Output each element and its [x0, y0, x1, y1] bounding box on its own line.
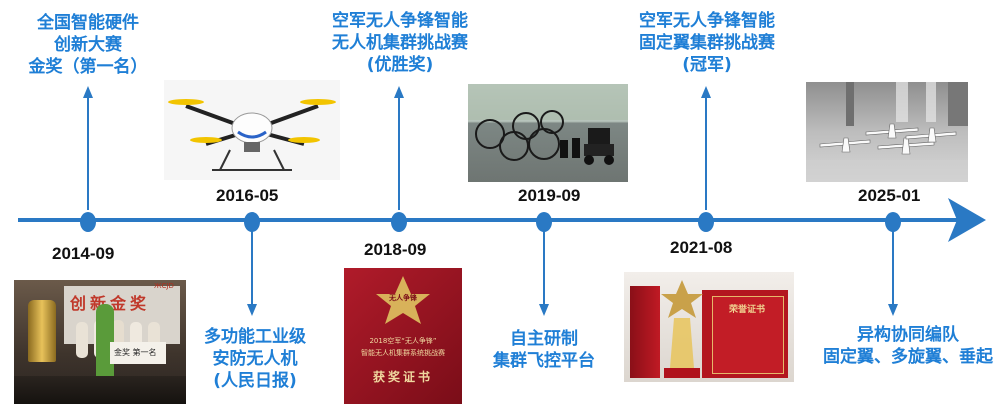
- photo-award-stage: 创新金奖 ЖCJD 金奖 第一名: [14, 280, 186, 404]
- milestone-dots: [80, 212, 901, 232]
- milestone-dot-2016: [244, 212, 260, 232]
- event-2019: 自主研制 集群飞控平台: [474, 328, 614, 372]
- connectors-up: [87, 96, 707, 210]
- event-2021: 空军无人争锋智能 固定翼集群挑战赛 (冠军): [622, 10, 792, 76]
- trophy-base-left: [630, 286, 660, 378]
- milestone-dot-2025: [885, 212, 901, 232]
- date-2019: 2019-09: [518, 186, 581, 205]
- event-2014-line-3: 金奖（第一名）: [28, 57, 148, 77]
- milestone-dot-2014: [80, 212, 96, 232]
- photo-quadcopter: [164, 80, 340, 180]
- event-2016-line-2: 安防无人机: [212, 349, 298, 369]
- award-trophy: [28, 300, 56, 362]
- certificate-2018-emblem-text: 无人争锋: [389, 294, 417, 302]
- certificate-2018-emblem: [376, 276, 430, 324]
- event-2018-line-1: 空军无人争锋智能: [332, 11, 468, 31]
- award-corner-logo: ЖCJD: [154, 282, 174, 290]
- certificate-2021-title: 荣誉证书: [728, 305, 765, 315]
- event-2014-line-2: 创新大赛: [54, 35, 122, 55]
- date-2016: 2016-05: [216, 186, 279, 205]
- event-2016-line-1: 多功能工业级: [204, 327, 306, 347]
- award-board-text: 金奖 第一名: [114, 348, 157, 357]
- date-2018: 2018-09: [364, 240, 427, 259]
- arrowheads-up: [83, 86, 711, 98]
- quadcopter-drawing: [168, 99, 336, 171]
- award-banner-text: 创新金奖: [70, 294, 151, 313]
- arrowheads-down: [247, 304, 898, 316]
- event-2018-line-2: 无人机集群挑战赛: [332, 33, 468, 53]
- event-2021-line-1: 空军无人争锋智能: [639, 11, 775, 31]
- date-2025: 2025-01: [858, 186, 921, 205]
- award-speaker: [96, 304, 114, 390]
- event-2021-line-3: (冠军): [682, 55, 732, 75]
- event-2025-line-1: 异构协同编队: [857, 325, 959, 345]
- event-2014: 全国智能硬件 创新大赛 金奖（第一名）: [20, 12, 156, 78]
- photo-swarm-platform: [468, 84, 628, 182]
- event-2016: 多功能工业级 安防无人机 (人民日报): [190, 326, 320, 392]
- event-2019-line-1: 自主研制: [510, 329, 578, 349]
- award-audience: [14, 376, 186, 404]
- event-2018: 空军无人争锋智能 无人机集群挑战赛 (优胜奖): [315, 10, 485, 76]
- fixed-wing-drawing: [806, 82, 968, 182]
- milestone-dot-2018: [391, 212, 407, 232]
- certificate-2018-line-1: 2018空军“无人争锋”: [369, 337, 437, 345]
- date-2021: 2021-08: [670, 238, 733, 257]
- certificate-2018-line-2: 智能无人机集群系统挑战赛: [361, 349, 445, 357]
- event-2021-line-2: 固定翼集群挑战赛: [639, 33, 775, 53]
- swarm-drawing: [468, 84, 628, 165]
- photo-fixed-wing-formation: [806, 82, 968, 182]
- milestone-dot-2019: [536, 212, 552, 232]
- event-2018-line-3: (优胜奖): [366, 55, 434, 75]
- event-2019-line-2: 集群飞控平台: [493, 351, 595, 371]
- photo-certificate-2018: 无人争锋 2018空军“无人争锋” 智能无人机集群系统挑战赛 获奖证书: [344, 268, 462, 404]
- milestone-dot-2021: [698, 212, 714, 232]
- certificate-2018-title: 获奖证书: [372, 370, 433, 384]
- event-2016-line-3: (人民日报): [213, 371, 297, 391]
- photo-trophy-certificate: 荣誉证书: [624, 272, 794, 382]
- timeline-arrowhead: [948, 198, 986, 242]
- award-board: [110, 342, 166, 364]
- event-2025: 异构协同编队 固定翼、多旋翼、垂起: [820, 324, 996, 368]
- trophy-drawing: [661, 280, 703, 378]
- event-2014-line-1: 全国智能硬件: [37, 13, 139, 33]
- connectors-down: [251, 230, 894, 306]
- event-2025-line-2: 固定翼、多旋翼、垂起: [823, 347, 993, 367]
- date-2014: 2014-09: [52, 244, 115, 263]
- certificate-2021-page: [712, 296, 784, 374]
